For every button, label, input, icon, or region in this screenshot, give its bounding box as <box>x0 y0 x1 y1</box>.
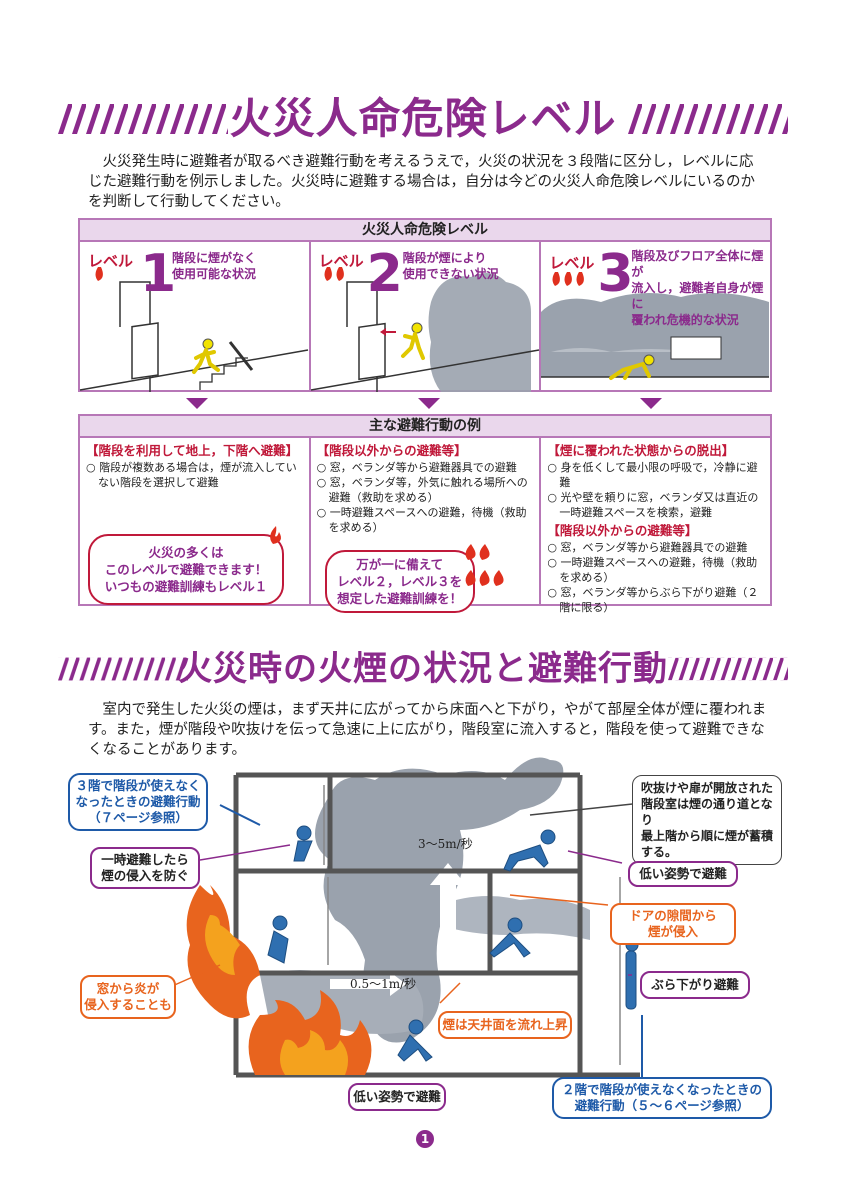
person-low-1f <box>397 1019 433 1062</box>
callout-atrium-smoke: 吹抜けや扉が開放された 階段室は煙の通り道となり 最上階から順に煙が蓄積 する。 <box>632 775 782 865</box>
level-3-number: 3 <box>597 244 634 304</box>
stripe-decoration-left <box>58 104 228 134</box>
flame-icon <box>465 544 504 586</box>
action-col-2-head: 【階段以外からの避難等】 <box>316 443 467 458</box>
crawling-evacuee-figure <box>609 354 655 380</box>
fire-flames <box>186 885 372 1075</box>
section2-title: 火災時の火煙の状況と避難行動 <box>178 649 668 689</box>
action-col-3-item-5: ○ 窓，ベランダ等からぶら下がり避難（２階に限る） <box>547 586 759 614</box>
level-3-cell: レベル 3 階段及びフロア全体に煙が 流入し，避難者自身が煙に 覆われ危機的な状… <box>541 242 770 390</box>
arrow-down-icon-2 <box>418 398 440 409</box>
level-1-word: レベル <box>88 252 134 270</box>
flame-icon <box>95 267 103 281</box>
callout-3f-evacuation: ３階で階段が使えなく なったときの避難行動 （７ページ参照） <box>68 773 208 831</box>
person-sheltering-3f <box>293 825 313 862</box>
callout-temporary-shelter: 一時避難したら 煙の侵入を防ぐ <box>90 847 200 889</box>
level-1-description: 階段に煙がなく 使用可能な状況 <box>172 251 257 281</box>
level-3-illustration <box>541 272 770 380</box>
action-col-3: 【煙に覆われた状態からの脱出】 ○ 身を低くして最小限の呼吸で，冷静に避難 ○ … <box>541 438 770 614</box>
callout-hanging-evacuation: ぶら下がり避難 <box>640 971 750 999</box>
flame-icon <box>552 272 585 286</box>
action-col-1: 【階段を利用して地上，下階へ避難】 ○ 階段が複数ある場合は，煙が流入していない… <box>80 438 311 605</box>
level-3-word: レベル <box>549 254 595 272</box>
smoke-speed-vertical: 3～5m/秒 <box>418 837 473 851</box>
stripe-decoration-right <box>628 104 788 134</box>
level-table-header: 火災人命危険レベル <box>80 220 770 242</box>
arrow-down-icon-1 <box>186 398 208 409</box>
action-col-3-item-2: ○ 光や壁を頼りに窓，ベランダ又は直近の一時避難スペースを検索，避難 <box>547 491 759 519</box>
flame-icon <box>324 267 344 281</box>
smoke-speed-horizontal: 0.5～1m/秒 <box>350 977 417 991</box>
level-table: 火災人命危険レベル レベル 1 階段に煙がなく 使 <box>78 218 772 392</box>
person-crawling-3f <box>503 829 556 872</box>
up-arrow-icon <box>430 863 466 935</box>
level-2-number: 2 <box>366 244 403 304</box>
level-1-number: 1 <box>140 244 177 304</box>
section1-title: 火災人命危険レベル <box>229 94 617 143</box>
page-number-badge: 1 <box>416 1130 434 1148</box>
action-col-3-item-4: ○ 一時避難スペースへの避難，待機（救助を求める） <box>547 556 758 584</box>
section1-title-bar: 火災人命危険レベル <box>58 90 788 148</box>
action-col-2-item-2: ○ 窓，ベランダ等，外気に触れる場所への避難（救助を求める） <box>316 476 528 504</box>
section1-intro: 火災発生時に避難者が取るべき避難行動を考えるうえで，火災の状況を３段階に区分し，… <box>88 154 755 210</box>
callout-2f-evacuation: ２階で階段が使えなくなったときの 避難行動（５～６ページ参照） <box>552 1077 772 1119</box>
level-2-word: レベル <box>318 252 364 270</box>
smoke-cloud <box>428 273 531 392</box>
right-arrow-icon <box>330 972 406 996</box>
callout-low-posture-1: 低い姿勢で避難 <box>348 1083 446 1111</box>
level-1-illustration <box>79 267 309 392</box>
action-col-3-head2: 【階段以外からの避難等】 <box>547 523 698 538</box>
window-shape <box>670 336 722 360</box>
stripe-decoration-left <box>58 657 188 681</box>
action-col-3-item-1: ○ 身を低くして最小限の呼吸で，冷静に避難 <box>547 461 758 489</box>
evacuee-figure <box>400 322 425 360</box>
action-col-2-item-1: ○ 窓，ベランダ等から避難器具での避難 <box>316 461 517 474</box>
callout-window-flame: 窓から炎が 侵入することも <box>80 975 176 1019</box>
flame-icon <box>270 526 281 544</box>
level-2-illustration <box>310 267 539 392</box>
action-col-3-head1: 【煙に覆われた状態からの脱出】 <box>547 443 735 458</box>
arrow-down-icon-3 <box>640 398 662 409</box>
person-closing-door <box>489 917 531 958</box>
action-table-header: 主な避難行動の例 <box>80 416 770 438</box>
stripe-decoration-right <box>668 657 788 681</box>
person-hanging <box>625 938 639 1010</box>
building-scene: ３階で階段が使えなく なったときの避難行動 （７ページ参照） 一時避難したら 煙… <box>60 757 790 1145</box>
action-col-2: 【階段以外からの避難等】 ○ 窓，ベランダ等から避難器具での避難 ○ 窓，ベラン… <box>311 438 542 613</box>
callout-ceiling-flow: 煙は天井面を流れ上昇 <box>438 1011 572 1039</box>
callout-low-posture-2: 低い姿勢で避難 <box>628 861 738 887</box>
level-1-cell: レベル 1 階段に煙がなく 使用可能な状況 <box>79 242 311 392</box>
action-col-2-item-3: ○ 一時避難スペースへの避難，待機（救助を求める） <box>316 506 527 534</box>
action-col-1-item: ○ 階段が複数ある場合は，煙が流入していない階段を選択して避難 <box>86 461 297 489</box>
action-table: 主な避難行動の例 【階段を利用して地上，下階へ避難】 ○ 階段が複数ある場合は，… <box>78 414 772 614</box>
level-2-description: 階段が煙により 使用できない状況 <box>402 251 499 281</box>
person-2f <box>267 915 289 964</box>
action-col-3-item-3: ○ 窓，ベランダ等から避難器具での避難 <box>547 541 748 554</box>
level-3-description: 階段及びフロア全体に煙が 流入し，避難者自身が煙に 覆われ危機的な状況 <box>631 249 764 327</box>
action-col-1-head: 【階段を利用して地上，下階へ避難】 <box>86 443 299 458</box>
section2-intro: 室内で発生した火災の煙は，まず天井に広がってから床面へと下がり，やがて部屋全体が… <box>88 702 767 758</box>
speech-bubble-level23: 万が一に備えて レベル２，レベル３を 想定した避難訓練を！ <box>324 550 475 613</box>
callout-door-gap: ドアの隙間から 煙が侵入 <box>610 903 736 945</box>
building-illustration <box>169 757 661 1078</box>
speech-bubble-level1: 火災の多くは このレベルで避難できます！ いつもの避難訓練もレベル１ <box>88 534 284 605</box>
level-2-cell: レベル 2 階段が煙により 使用できない状況 <box>310 242 542 392</box>
section2-title-bar: 火災時の火煙の状況と避難行動 <box>58 640 788 698</box>
evacuee-figure <box>192 338 220 374</box>
